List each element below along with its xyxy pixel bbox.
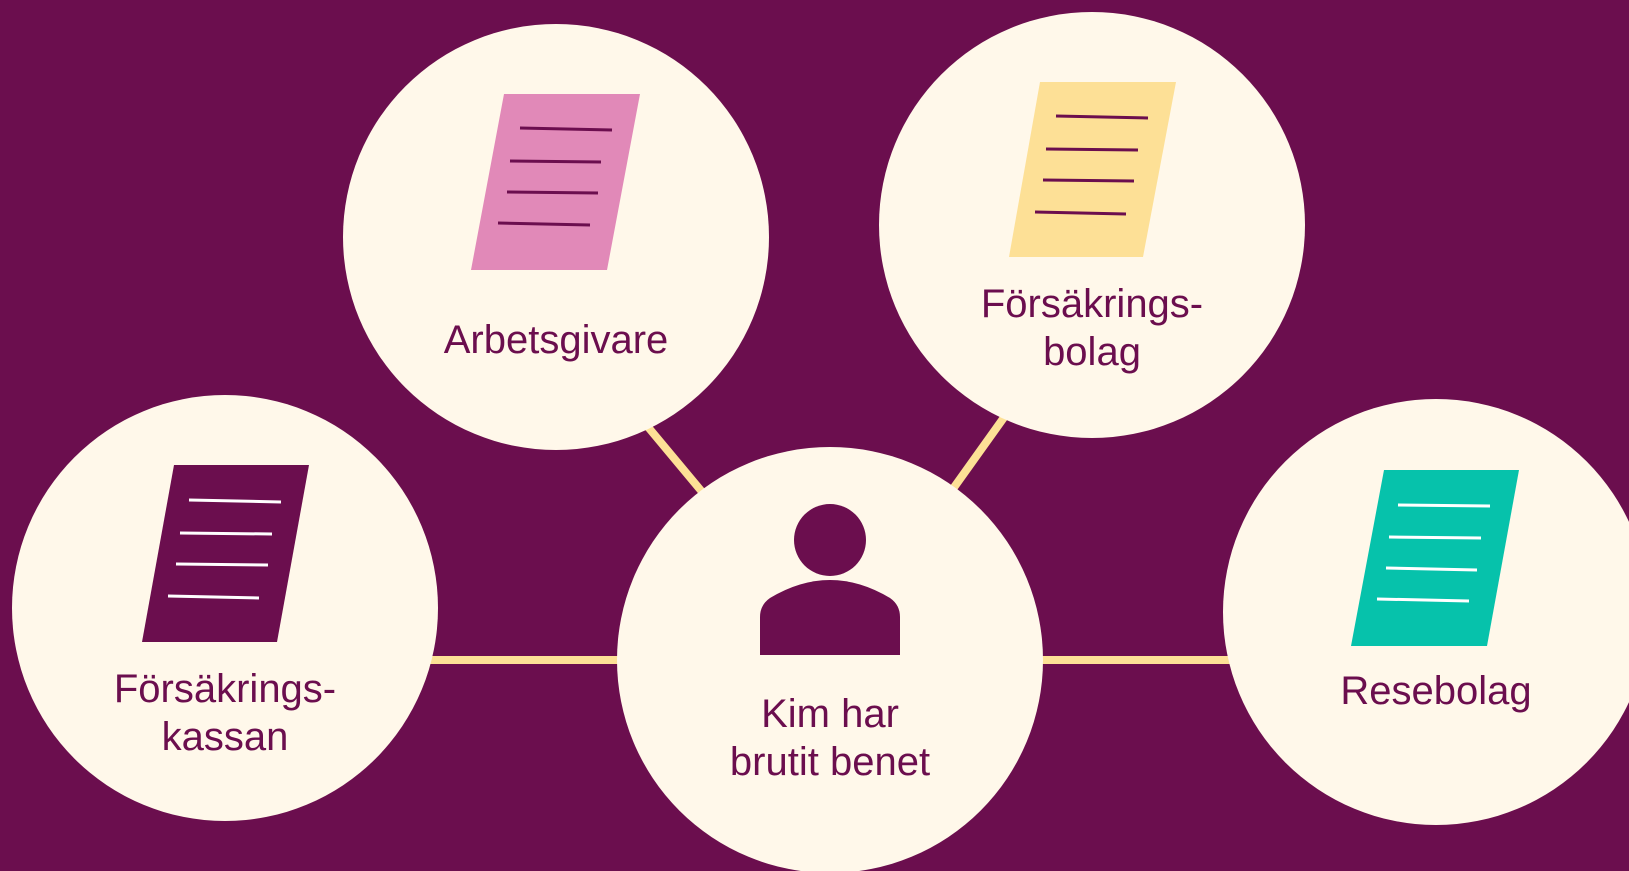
node-label-text: Arbetsgivare xyxy=(443,318,669,362)
node-label-forsakringsbolag: Försäkrings- bolag xyxy=(942,280,1242,376)
node-label-arbetsgivare: Arbetsgivare xyxy=(406,316,706,364)
document-icon xyxy=(1351,470,1519,646)
node-label-line2: kassan xyxy=(161,715,289,759)
center-label: Kim har brutit benet xyxy=(680,690,980,786)
document-icon xyxy=(142,465,309,642)
node-label-line1: Försäkrings- xyxy=(113,667,337,711)
node-label-forsakringskassan: Försäkrings- kassan xyxy=(75,665,375,761)
node-label-line1: Försäkrings- xyxy=(980,282,1204,326)
document-icon xyxy=(471,94,640,270)
center-label-line2: brutit benet xyxy=(729,740,931,784)
connector-forsakringsbolag xyxy=(941,413,1009,503)
node-label-line2: bolag xyxy=(1043,330,1141,374)
document-icon xyxy=(1009,82,1176,257)
node-label-text: Resebolag xyxy=(1340,669,1532,713)
center-label-line1: Kim har xyxy=(761,692,899,736)
center-circle xyxy=(617,447,1043,871)
person-icon xyxy=(760,504,900,655)
node-label-resebolag: Resebolag xyxy=(1286,667,1586,715)
